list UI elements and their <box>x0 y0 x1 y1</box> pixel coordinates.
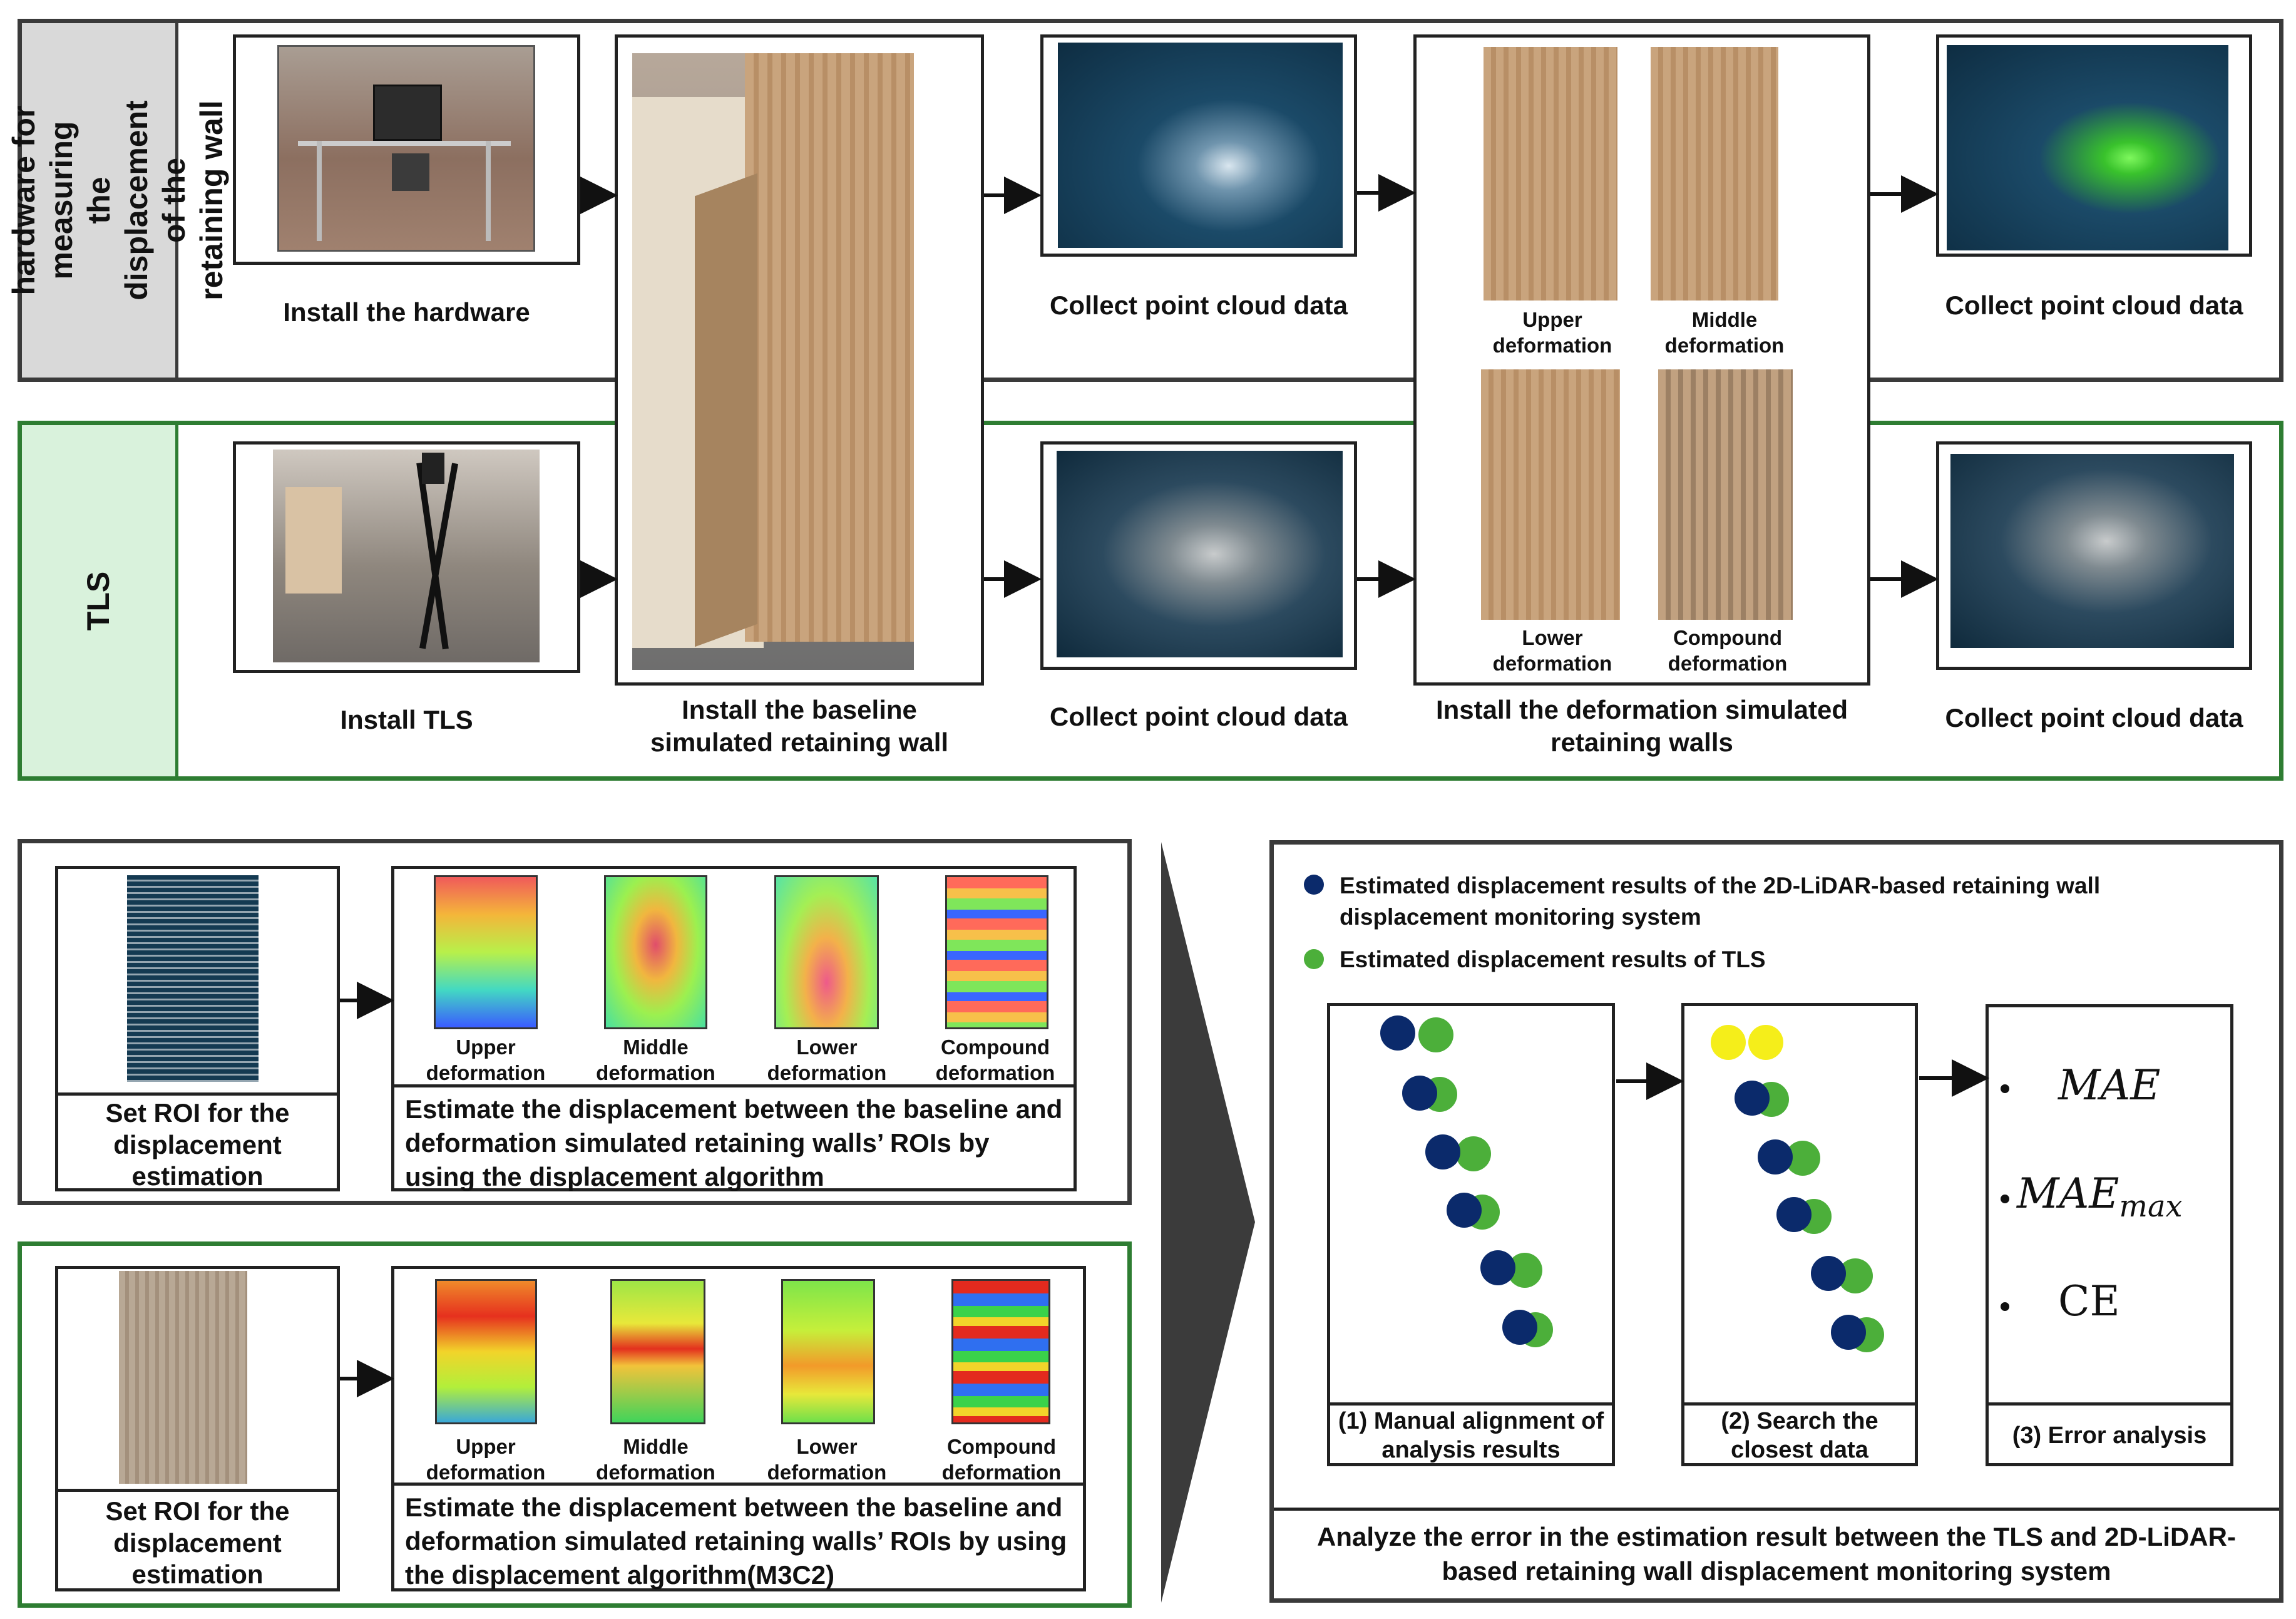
top-arrows <box>580 174 1939 598</box>
roi-hw-image <box>127 875 259 1082</box>
tls-photo <box>273 450 540 662</box>
closest-data-box <box>1681 1003 1918 1466</box>
tls-row-label: TLS <box>22 425 178 776</box>
install-baseline-label: Install the baseline simulated retaining… <box>615 682 984 767</box>
tls-upper-caption: Upper deformation <box>426 1435 546 1484</box>
s2-lidar-dot-4 <box>1811 1256 1846 1291</box>
hw-upper-heatmap <box>434 875 538 1029</box>
roi-tls-image <box>119 1271 247 1484</box>
compound-deformation-caption: Compound deformation <box>1668 626 1788 676</box>
hw-point-cloud-2 <box>1947 45 2228 250</box>
tls-point-cloud-2 <box>1950 454 2234 648</box>
hardware-roi-panel <box>18 839 1132 1205</box>
upper-wall-photo <box>1484 47 1617 301</box>
set-roi-tls-label: Set ROI for the displacement estimation <box>55 1489 340 1595</box>
tls-lower-heatmap <box>781 1279 875 1424</box>
tls-roi-panel <box>18 1241 1132 1608</box>
legend-tls-text: Estimated displacement results of TLS <box>1340 947 1766 972</box>
hw-compound-heatmap <box>945 875 1048 1029</box>
error-analysis-label: (3) Error analysis <box>1986 1402 2233 1466</box>
tls-middle-heatmap <box>610 1279 705 1424</box>
s2-lidar-dot-2 <box>1758 1139 1793 1174</box>
manual-alignment-label: (1) Manual alignment of analysis results <box>1327 1402 1615 1466</box>
install-hardware-label: Install the hardware <box>233 262 580 360</box>
lower-deformation-caption: Lower deformation <box>1492 626 1612 676</box>
install-deformation-label: Install the deformation simulated retain… <box>1413 682 1870 767</box>
legend-tls-dot <box>1304 949 1324 969</box>
roi-arrows <box>340 982 394 1397</box>
set-roi-hw-label: Set ROI for the displacement estimation <box>55 1092 340 1195</box>
hardware-photo <box>277 45 535 252</box>
estimate-hw-label: Estimate the displacement between the ba… <box>391 1084 1077 1191</box>
analysis-panel <box>1269 840 2283 1603</box>
s1-lidar-dot-4 <box>1447 1193 1482 1228</box>
hw-point-cloud-1 <box>1058 43 1343 248</box>
s1-tls-dot-1 <box>1418 1017 1453 1052</box>
s2-lidar-dot-3 <box>1776 1197 1812 1232</box>
metric-mae: MAE <box>2058 1061 2161 1109</box>
manual-alignment-box <box>1327 1003 1615 1466</box>
collect-hw-label-2: Collect point cloud data <box>1936 254 2252 355</box>
tls-upper-heatmap <box>435 1279 537 1424</box>
install-tls-label: Install TLS <box>233 670 580 767</box>
collect-hw-label: Collect point cloud data <box>1040 254 1357 355</box>
s1-lidar-dot-5 <box>1480 1250 1515 1285</box>
lower-wall-photo <box>1481 369 1620 620</box>
collect-tls-label: Collect point cloud data <box>1040 667 1357 764</box>
s1-lidar-dot-3 <box>1425 1134 1460 1169</box>
hardware-row-frame <box>18 19 2283 382</box>
hw-upper-caption: Upper deformation <box>426 1036 546 1085</box>
metric-bullet-1 <box>2001 1084 2009 1093</box>
hw-compound-caption: Compound deformation <box>935 1036 1055 1085</box>
tls-row-frame <box>18 421 2283 781</box>
tls-compound-heatmap <box>951 1279 1050 1424</box>
s1-lidar-dot-6 <box>1502 1310 1537 1345</box>
hardware-row-label: The hardware for measuring the displacem… <box>0 23 229 378</box>
baseline-wall-photo <box>632 53 914 670</box>
metric-mae-max: MAEmax <box>2017 1169 2183 1224</box>
compound-wall-photo <box>1658 369 1793 620</box>
s1-tls-dot-3 <box>1456 1136 1491 1171</box>
tls-point-cloud-1 <box>1057 451 1343 657</box>
s2-closest-dot-2 <box>1748 1025 1783 1060</box>
tls-lower-caption: Lower deformation <box>767 1435 887 1484</box>
legend-lidar-text: Estimated displacement results of the 2D… <box>1340 873 2101 930</box>
metric-mae-max-sub: max <box>2119 1189 2183 1225</box>
tls-compound-caption: Compound deformation <box>941 1435 1062 1484</box>
error-analysis-box <box>1986 1004 2233 1466</box>
middle-wall-photo <box>1651 47 1778 301</box>
hw-lower-heatmap <box>774 875 879 1029</box>
legend-lidar-dot <box>1304 875 1324 895</box>
s2-lidar-dot-1 <box>1735 1081 1770 1116</box>
big-chevron-arrow <box>1161 842 1255 1603</box>
s1-lidar-dot-2 <box>1402 1076 1437 1111</box>
upper-deformation-caption: Upper deformation <box>1492 308 1612 357</box>
metric-bullet-3 <box>2001 1302 2009 1311</box>
s1-lidar-dot-1 <box>1380 1015 1415 1051</box>
tls-middle-caption: Middle deformation <box>596 1435 715 1484</box>
estimate-tls-label: Estimate the displacement between the ba… <box>391 1483 1086 1591</box>
hw-lower-caption: Lower deformation <box>767 1036 887 1085</box>
s2-lidar-dot-5 <box>1831 1315 1866 1350</box>
hw-middle-caption: Middle deformation <box>596 1036 715 1085</box>
middle-deformation-caption: Middle deformation <box>1664 308 1785 357</box>
metric-bullet-2 <box>2001 1195 2009 1203</box>
hw-middle-heatmap <box>604 875 707 1029</box>
metric-ce: CE <box>2058 1277 2120 1325</box>
closest-data-label: (2) Search the closest data <box>1681 1402 1918 1466</box>
analysis-arrows <box>1616 1059 1989 1100</box>
conclusion-label: Analyze the error in the estimation resu… <box>1274 1508 2279 1598</box>
metric-mae-max-base: MAE <box>2017 1169 2119 1218</box>
collect-tls-label-2: Collect point cloud data <box>1936 667 2252 767</box>
s2-closest-dot-1 <box>1711 1025 1746 1060</box>
